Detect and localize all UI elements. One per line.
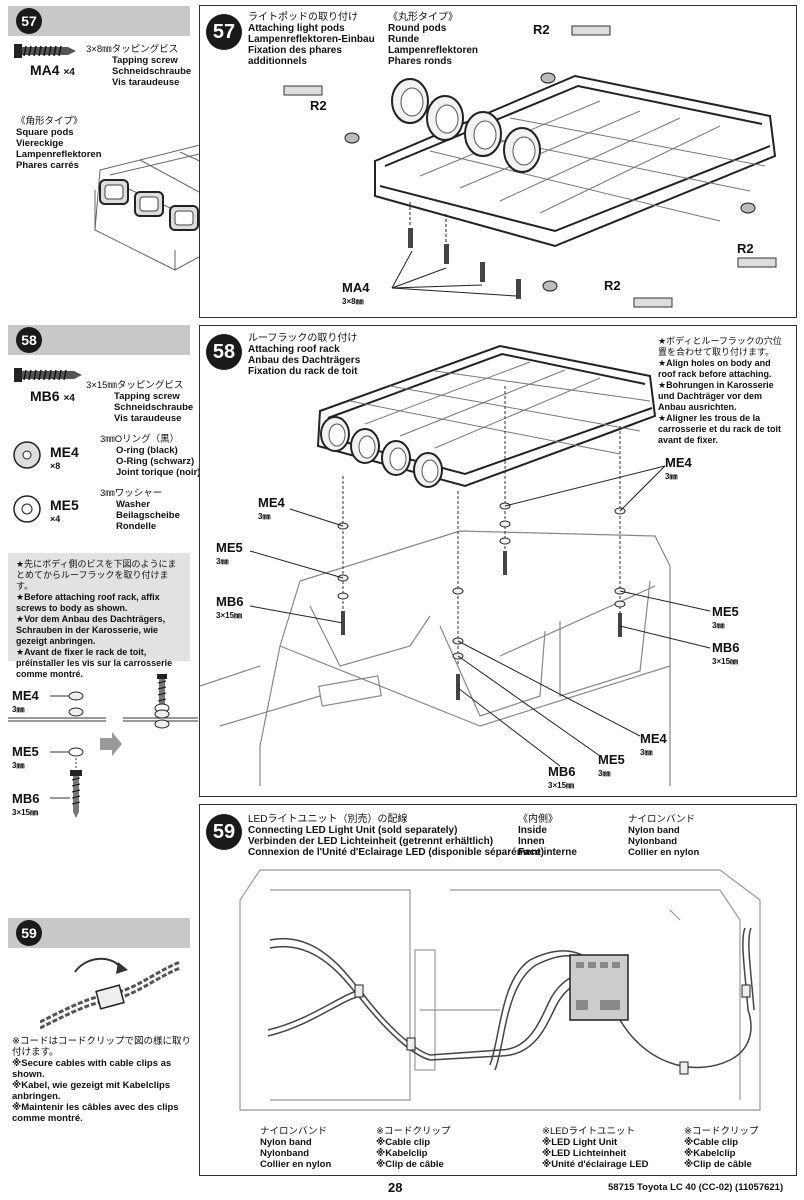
part-code-mb6: MB6 ×4: [30, 388, 75, 404]
cable-clip-note: ※コードはコードクリップで図の様に取り付けます。 ※Secure cables …: [12, 1036, 191, 1124]
ma4-size: 3×8㎜: [342, 297, 364, 306]
me4-size-right: 3㎜: [665, 472, 678, 481]
me5-size-bottom: 3㎜: [598, 769, 611, 778]
mb6-size-left: 3×15㎜: [216, 611, 243, 620]
me5-description: 3㎜ワッシャー Washer Beilagscheibe Rondelle: [100, 488, 180, 532]
stack-me4-label: ME4: [12, 688, 39, 703]
step-57-number: 57: [16, 8, 42, 34]
r2-label-bottom: R2: [604, 278, 621, 293]
inside-label: 《内側》 Inside Innen Face interne: [518, 814, 577, 858]
cable-clip-illustration: [40, 957, 180, 1030]
panel-step-57: [199, 5, 797, 318]
me5-size-left: 3㎜: [216, 557, 229, 566]
r2-label-top: R2: [533, 22, 550, 37]
panel-59-title: LEDライトユニット（別売）の配線 Connecting LED Light U…: [248, 814, 544, 858]
nylon-band-bottom-label: ナイロンバンド Nylon band Nylonband Collier en …: [260, 1126, 332, 1170]
part-qty-me5: ×4: [50, 514, 61, 524]
stack-mb6-size: 3×15㎜: [12, 808, 39, 817]
part-code-me5: ME5: [50, 497, 79, 513]
part-code-me4: ME4: [50, 444, 79, 460]
panel-58-number: 58: [206, 334, 242, 370]
mb6-size-right: 3×15㎜: [712, 657, 739, 666]
mb6-label-right: MB6: [712, 640, 740, 655]
me4-size-left: 3㎜: [258, 512, 271, 521]
me5-label-right: ME5: [712, 604, 739, 619]
r2-label-left: R2: [310, 98, 327, 113]
cable-clip-label-1: ※コードクリップ ※Cable clip ※Kabelclip ※Clip de…: [376, 1126, 451, 1170]
step-59-number: 59: [16, 920, 42, 946]
stack-me4-size: 3㎜: [12, 705, 25, 714]
panel-59-number: 59: [206, 814, 242, 850]
me5-size-right: 3㎜: [712, 621, 725, 630]
me4-label-left: ME4: [258, 495, 285, 510]
me4-size-bottom: 3㎜: [640, 748, 653, 757]
screw-stack-diagram: [8, 674, 198, 818]
ma4-label: MA4: [342, 280, 370, 295]
me4-description: 3㎜Oリング（黒） O-ring (black) O-Ring (schwarz…: [100, 434, 201, 478]
o-ring-icon: [13, 441, 41, 469]
panel-step-59: [199, 804, 797, 1176]
led-unit-label: ※LEDライトユニット ※LED Light Unit ※LED Lichtei…: [542, 1126, 649, 1170]
stack-me5-size: 3㎜: [12, 761, 25, 770]
mb6-label-left: MB6: [216, 594, 244, 609]
mb6-description: 3×15㎜タッピングビス Tapping screw Schneidschrau…: [86, 380, 194, 424]
tapping-screw-long-icon: [14, 368, 82, 382]
roof-rack-attach-illustration: [200, 344, 711, 786]
ma4-description: 3×8㎜タッピングビス Tapping screw Schneidschraub…: [86, 44, 192, 88]
roof-rack-round-pods-illustration: [283, 25, 777, 308]
part-qty-me4: ×8: [50, 461, 61, 471]
product-code: 58715 Toyota LC 40 (CC-02) (11057621): [608, 1182, 784, 1193]
panel-57-number: 57: [206, 14, 242, 50]
part-code-ma4: MA4 ×4: [30, 62, 75, 78]
pre-install-note: ★先にボディ側のビスを下図のようにまとめてからルーフラックを取り付けます。 ★B…: [8, 553, 190, 679]
me5-label-bottom: ME5: [598, 752, 625, 767]
stack-mb6-label: MB6: [12, 791, 40, 806]
mb6-label-bottom: MB6: [548, 764, 576, 779]
me4-label-right: ME4: [665, 455, 692, 470]
page-number: 28: [388, 1180, 403, 1195]
me5-label-left: ME5: [216, 540, 243, 555]
round-pods-label: 《丸形タイプ》 Round pods Runde Lampenreflektor…: [388, 12, 479, 67]
tapping-screw-icon: [14, 44, 76, 58]
nylon-band-top-label: ナイロンバンド Nylon band Nylonband Collier en …: [628, 814, 700, 858]
washer-icon: [13, 495, 41, 523]
stack-me5-label: ME5: [12, 744, 39, 759]
panel-58-title: ルーフラックの取り付け Attaching roof rack Anbau de…: [248, 333, 361, 377]
step-58-number: 58: [16, 327, 42, 353]
led-wiring-illustration: [239, 869, 761, 1111]
r2-label-right: R2: [737, 241, 754, 256]
cable-clip-label-2: ※コードクリップ ※Cable clip ※Kabelclip ※Clip de…: [684, 1126, 759, 1170]
square-pods-label: 《角形タイプ》 Square pods Viereckige Lampenref…: [16, 116, 102, 171]
align-holes-note: ★ボディとルーフラックの穴位置を合わせて取り付けます。 ★Align holes…: [658, 336, 782, 445]
me4-label-bottom: ME4: [640, 731, 667, 746]
mb6-size-bottom: 3×15㎜: [548, 781, 575, 790]
panel-57-title: ライトポッドの取り付け Attaching light pods Lampenr…: [248, 12, 375, 67]
